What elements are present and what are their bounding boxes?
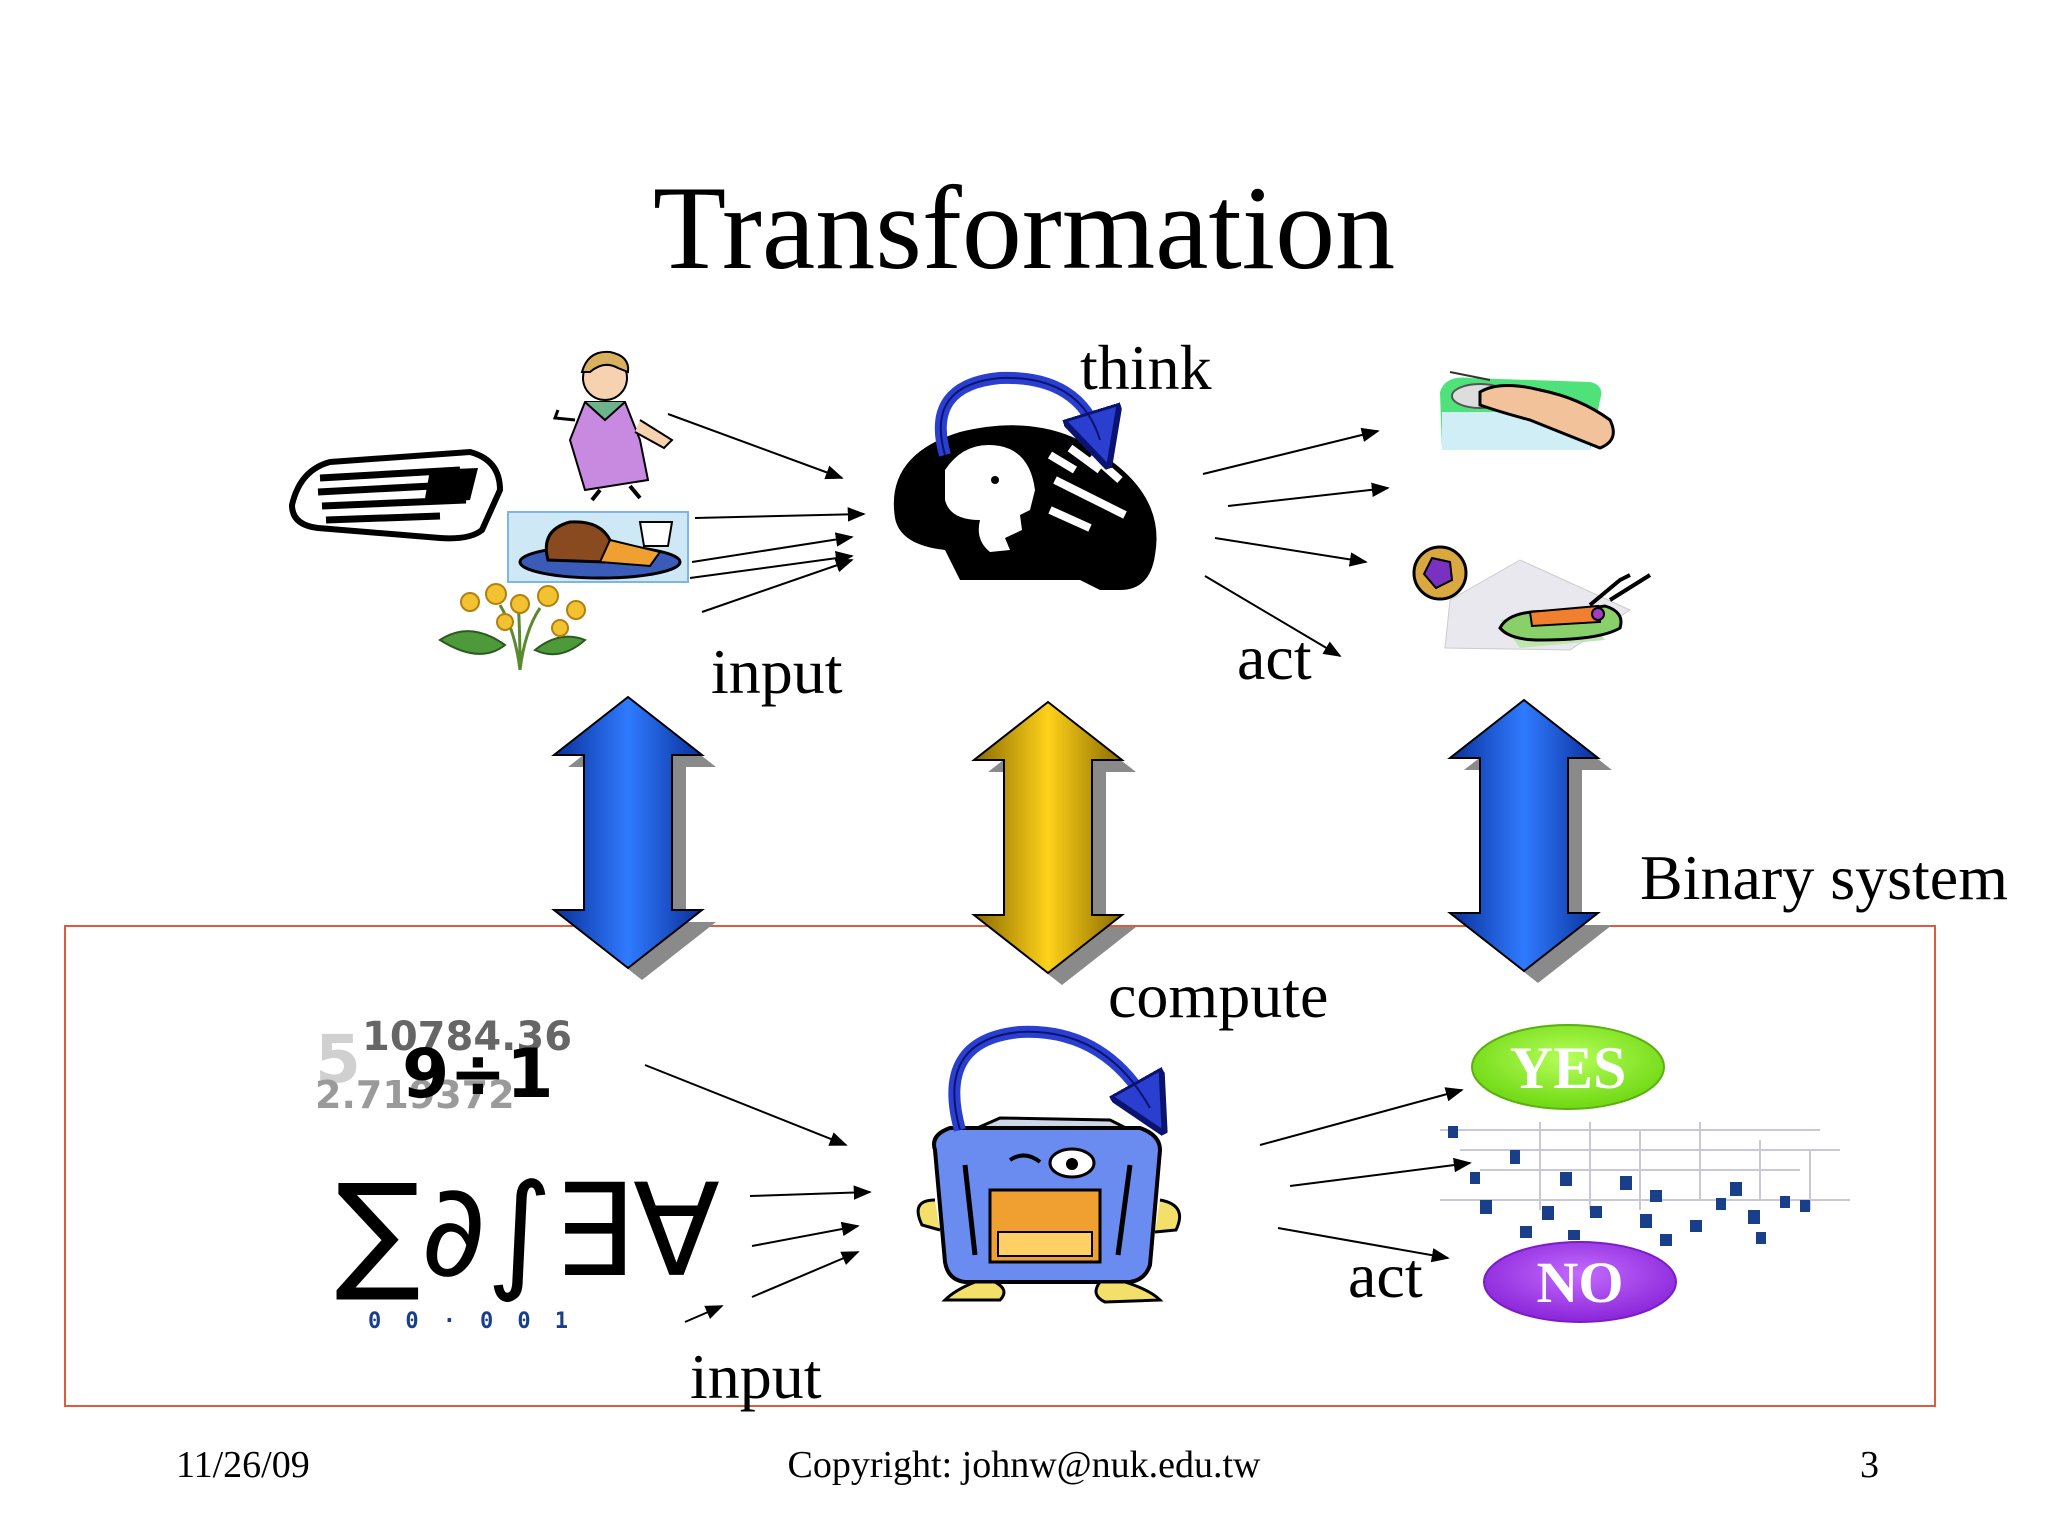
number-bottom-text: 2.719372 bbox=[315, 1073, 515, 1117]
hand-mouse-icon bbox=[1440, 371, 1615, 450]
top-input-arrows bbox=[667, 413, 866, 613]
yes-badge-text: YES bbox=[1510, 1035, 1627, 1101]
yes-badge: YES bbox=[1471, 1024, 1665, 1110]
soccer-icon bbox=[1412, 545, 1652, 651]
think-label: think bbox=[1080, 332, 1212, 403]
input-label-top: input bbox=[711, 636, 843, 707]
footer-copyright: Copyright: johnw@nuk.edu.tw bbox=[787, 1444, 1261, 1486]
number-top-text: 10784.36 bbox=[362, 1014, 572, 1060]
act-label-bottom: act bbox=[1348, 1240, 1423, 1311]
cake-icon bbox=[507, 511, 689, 583]
no-badge-text: NO bbox=[1537, 1250, 1624, 1315]
top-act-arrows bbox=[1202, 427, 1390, 657]
robot-computer-icon bbox=[916, 1116, 1181, 1304]
math-symbols-text: ∑∂∫∃∀ bbox=[335, 1157, 720, 1306]
left-double-arrow bbox=[551, 695, 716, 980]
bottom-act-arrows bbox=[1259, 1087, 1472, 1263]
center-double-arrow bbox=[971, 700, 1136, 985]
right-double-arrow bbox=[1447, 698, 1612, 983]
division-text: 9÷1 bbox=[402, 1035, 554, 1114]
binary-strip-text: 0 0 · 0 0 1 bbox=[368, 1309, 568, 1334]
compute-label: compute bbox=[1108, 960, 1329, 1031]
woman-icon bbox=[552, 350, 674, 502]
ghost-digit-text: 5 bbox=[315, 1021, 361, 1098]
footer-page-number: 3 bbox=[1860, 1444, 1879, 1486]
slide-title: Transformation bbox=[652, 161, 1396, 294]
act-label-top: act bbox=[1237, 622, 1312, 693]
binary-system-label: Binary system bbox=[1640, 842, 2008, 913]
circuit-pattern bbox=[1440, 1122, 1850, 1246]
bottom-input-arrows bbox=[644, 1064, 872, 1323]
footer-date: 11/26/09 bbox=[176, 1444, 310, 1486]
thinking-head-icon bbox=[893, 425, 1157, 590]
math-numbers-group: 5 10784.36 2.719372 9÷1 bbox=[315, 1014, 572, 1117]
newspaper-icon bbox=[288, 448, 504, 542]
compute-loop-arrow bbox=[948, 1025, 1150, 1130]
input-label-bottom: input bbox=[690, 1341, 822, 1412]
no-badge: NO bbox=[1483, 1241, 1677, 1323]
flowers-icon bbox=[438, 583, 587, 671]
